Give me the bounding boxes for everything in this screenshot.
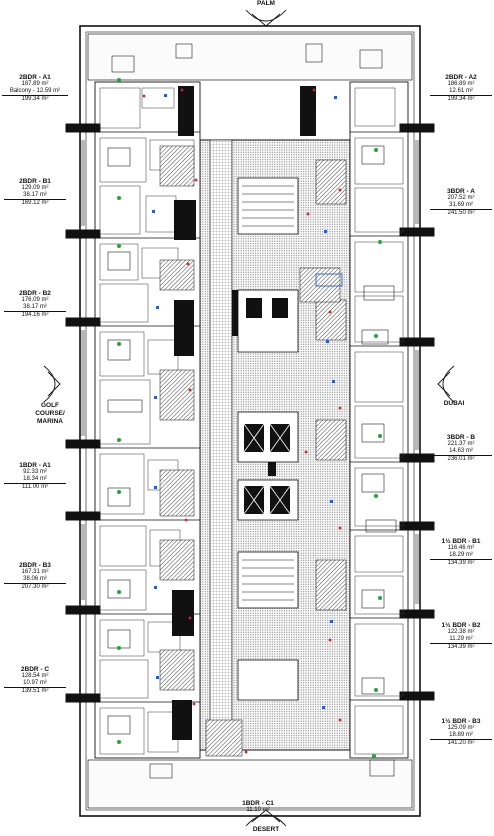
east-units — [349, 81, 409, 759]
orientation-south: DESERT — [252, 826, 280, 833]
west-eye-icon — [43, 365, 61, 403]
north-eye-icon — [245, 9, 287, 27]
orientation-north: PALM — [257, 0, 275, 7]
east-eye-icon — [437, 365, 455, 403]
orientation-east: DUBAI — [443, 400, 465, 407]
south-eye-icon — [245, 809, 287, 827]
north-balcony — [87, 33, 413, 81]
south-balcony — [87, 759, 413, 809]
corridor — [209, 139, 233, 751]
